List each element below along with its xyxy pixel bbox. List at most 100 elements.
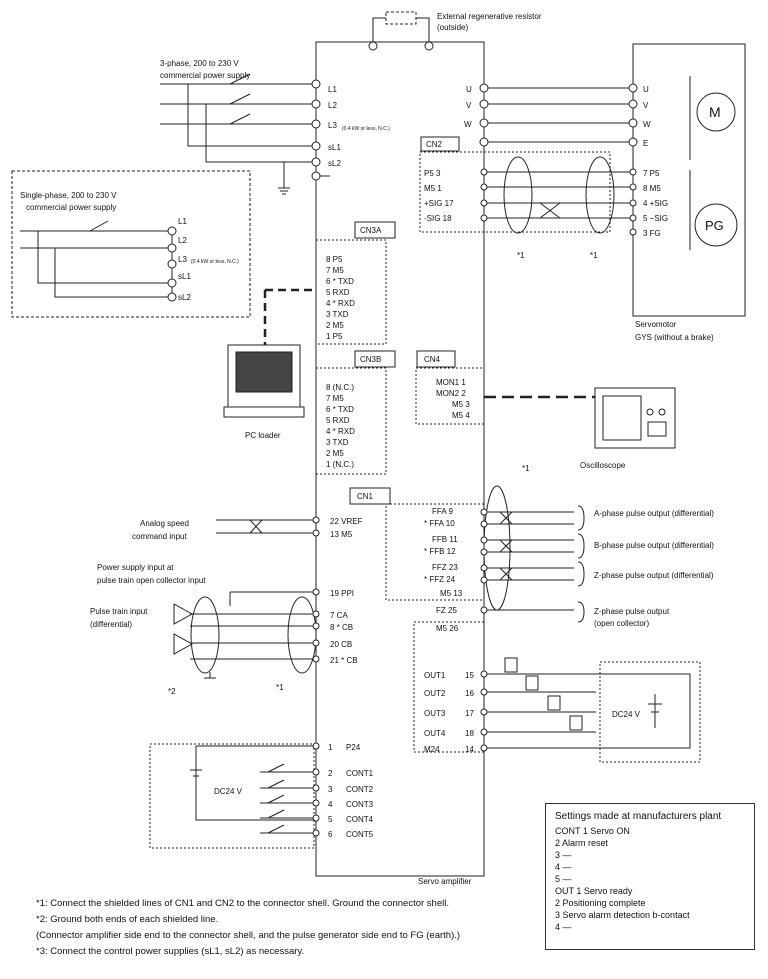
single-sl2: sL2 bbox=[178, 293, 191, 302]
note-3: *3: Connect the control power supplies (… bbox=[36, 946, 305, 957]
settings-title: Settings made at manufacturers plant bbox=[555, 811, 722, 822]
pulse-train-label-2: (differential) bbox=[90, 620, 132, 629]
three-phase-label-2: commercial power supply bbox=[160, 71, 250, 80]
out4-label: OUT4 bbox=[424, 729, 446, 738]
cn2-star1-left: *1 bbox=[517, 251, 525, 260]
cont-label-p24: P24 bbox=[346, 743, 361, 752]
cn3b-pin-1: 1 (N.C.) bbox=[326, 460, 354, 469]
oscilloscope-icon bbox=[594, 387, 676, 449]
cn3b-pin-4: 4 * RXD bbox=[326, 427, 355, 436]
oscilloscope-label: Oscilloscope bbox=[580, 461, 626, 470]
cn1-right-1: FFA 9 bbox=[432, 507, 453, 516]
three-phase-label: 3-phase, 200 to 230 V bbox=[160, 59, 239, 68]
cn1-right-6: * FFZ 24 bbox=[424, 575, 456, 584]
cont-num-6: 6 bbox=[328, 830, 333, 839]
term-sl2: sL2 bbox=[328, 159, 341, 168]
single-sl1: sL1 bbox=[178, 272, 191, 281]
cn1-left-6: 20 CB bbox=[330, 640, 352, 649]
output-z-oc-2: (open collector) bbox=[594, 619, 649, 628]
single-l3-note: (0.4 kW or less, N.C.) bbox=[191, 259, 239, 265]
settings-item: 2 Positioning complete bbox=[555, 898, 646, 908]
motor-w: W bbox=[464, 120, 472, 129]
settings-item: OUT 1 Servo ready bbox=[555, 886, 633, 896]
cn4-pin-4: M5 4 bbox=[452, 411, 470, 420]
note-2b: (Connector amplifier side end to the con… bbox=[36, 930, 461, 941]
motor-u: U bbox=[466, 85, 472, 94]
settings-item: 4 — bbox=[555, 862, 572, 872]
single-phase-label-2: commercial power supply bbox=[26, 203, 116, 212]
m24-pin: 14 bbox=[465, 745, 474, 754]
cn1-left-7: 21 * CB bbox=[330, 656, 358, 665]
pc-loader-label: PC loader bbox=[245, 431, 281, 440]
out2-pin: 16 bbox=[465, 689, 474, 698]
pulse-star1: *1 bbox=[276, 683, 284, 692]
cont-num-4: 4 bbox=[328, 800, 333, 809]
pg-symbol bbox=[694, 203, 738, 247]
motor-side-v: V bbox=[643, 101, 649, 110]
cn2-pin-2: M5 1 bbox=[424, 184, 442, 193]
settings-item: 3 Servo alarm detection b-contact bbox=[555, 910, 690, 920]
settings-item: 3 — bbox=[555, 850, 572, 860]
out1-pin: 15 bbox=[465, 671, 474, 680]
cn3a-pin-4: 4 * RXD bbox=[326, 299, 355, 308]
pg-pin-1: 7 P5 bbox=[643, 169, 660, 178]
cn2-pin-1: P5 3 bbox=[424, 169, 441, 178]
settings-item: 4 — bbox=[555, 922, 572, 932]
cn2-label: CN2 bbox=[426, 140, 443, 149]
cn1-left-3: 19 PPI bbox=[330, 589, 354, 598]
pulse-star2: *2 bbox=[168, 687, 176, 696]
settings-item: 2 Alarm reset bbox=[555, 838, 609, 848]
note-2: *2: Ground both ends of each shielded li… bbox=[36, 914, 219, 925]
out3-pin: 17 bbox=[465, 709, 474, 718]
cn1-right-7: M5 13 bbox=[440, 589, 463, 598]
analog-label-2: command input bbox=[132, 532, 187, 541]
settings-item: 5 — bbox=[555, 874, 572, 884]
cn1-left-1: 22 VREF bbox=[330, 517, 363, 526]
motor-symbol bbox=[696, 92, 736, 132]
dc24-out: DC24 V bbox=[612, 710, 641, 719]
cn2-pin-3: +SIG 17 bbox=[424, 199, 454, 208]
output-z-oc: Z-phase pulse output bbox=[594, 607, 670, 616]
single-l1: L1 bbox=[178, 217, 187, 226]
pg-pin-5: 3 FG bbox=[643, 229, 661, 238]
servo-amplifier-label: Servo amplifier bbox=[418, 877, 472, 886]
out3-label: OUT3 bbox=[424, 709, 446, 718]
cn3b-pin-2: 2 M5 bbox=[326, 449, 344, 458]
cn1-right-9: M5 26 bbox=[436, 624, 459, 633]
cn1-right-4: * FFB 12 bbox=[424, 547, 456, 556]
single-phase-label: Single-phase, 200 to 230 V bbox=[20, 191, 117, 200]
cn1-left-4: 7 CA bbox=[330, 611, 348, 620]
single-l3: L3 bbox=[178, 255, 187, 264]
cont-num-2: 2 bbox=[328, 769, 333, 778]
term-l2: L2 bbox=[328, 101, 337, 110]
cn3b-pin-6: 6 * TXD bbox=[326, 405, 354, 414]
term-sl1: sL1 bbox=[328, 143, 341, 152]
pg-pin-3: 4 +SIG bbox=[643, 199, 668, 208]
cn4-pin-2: MON2 2 bbox=[436, 389, 466, 398]
cn1-right-5: FFZ 23 bbox=[432, 563, 458, 572]
servomotor-model: GYS (without a brake) bbox=[635, 333, 714, 342]
analog-label: Analog speed bbox=[140, 519, 189, 528]
cn1-label: CN1 bbox=[357, 492, 374, 501]
cn3a-pin-7: 7 M5 bbox=[326, 266, 344, 275]
ext-resistor-label-2: (outside) bbox=[437, 23, 468, 32]
footnotes: *1: Connect the shielded lines of CN1 an… bbox=[36, 896, 756, 960]
motor-v: V bbox=[466, 101, 472, 110]
cn1-left-5: 8 * CB bbox=[330, 623, 353, 632]
cn1-right-2: * FFA 10 bbox=[424, 519, 455, 528]
servomotor-label: Servomotor bbox=[635, 320, 677, 329]
motor-side-w: W bbox=[643, 120, 651, 129]
output-a: A-phase pulse output (differential) bbox=[594, 509, 714, 518]
cn3a-pin-1: 1 P5 bbox=[326, 332, 343, 341]
term-l3-note: (0.4 kW or less, N.C.) bbox=[342, 126, 390, 132]
note-1: *1: Connect the shielded lines of CN1 an… bbox=[36, 898, 449, 909]
cn3b-pin-3: 3 TXD bbox=[326, 438, 349, 447]
out1-label: OUT1 bbox=[424, 671, 446, 680]
cont-num-5: 5 bbox=[328, 815, 333, 824]
cn3a-pin-6: 6 * TXD bbox=[326, 277, 354, 286]
cn3a-pin-2: 2 M5 bbox=[326, 321, 344, 330]
motor-side-e: E bbox=[643, 139, 648, 148]
cont-label-3: CONT3 bbox=[346, 800, 374, 809]
cn3b-label: CN3B bbox=[360, 355, 381, 364]
